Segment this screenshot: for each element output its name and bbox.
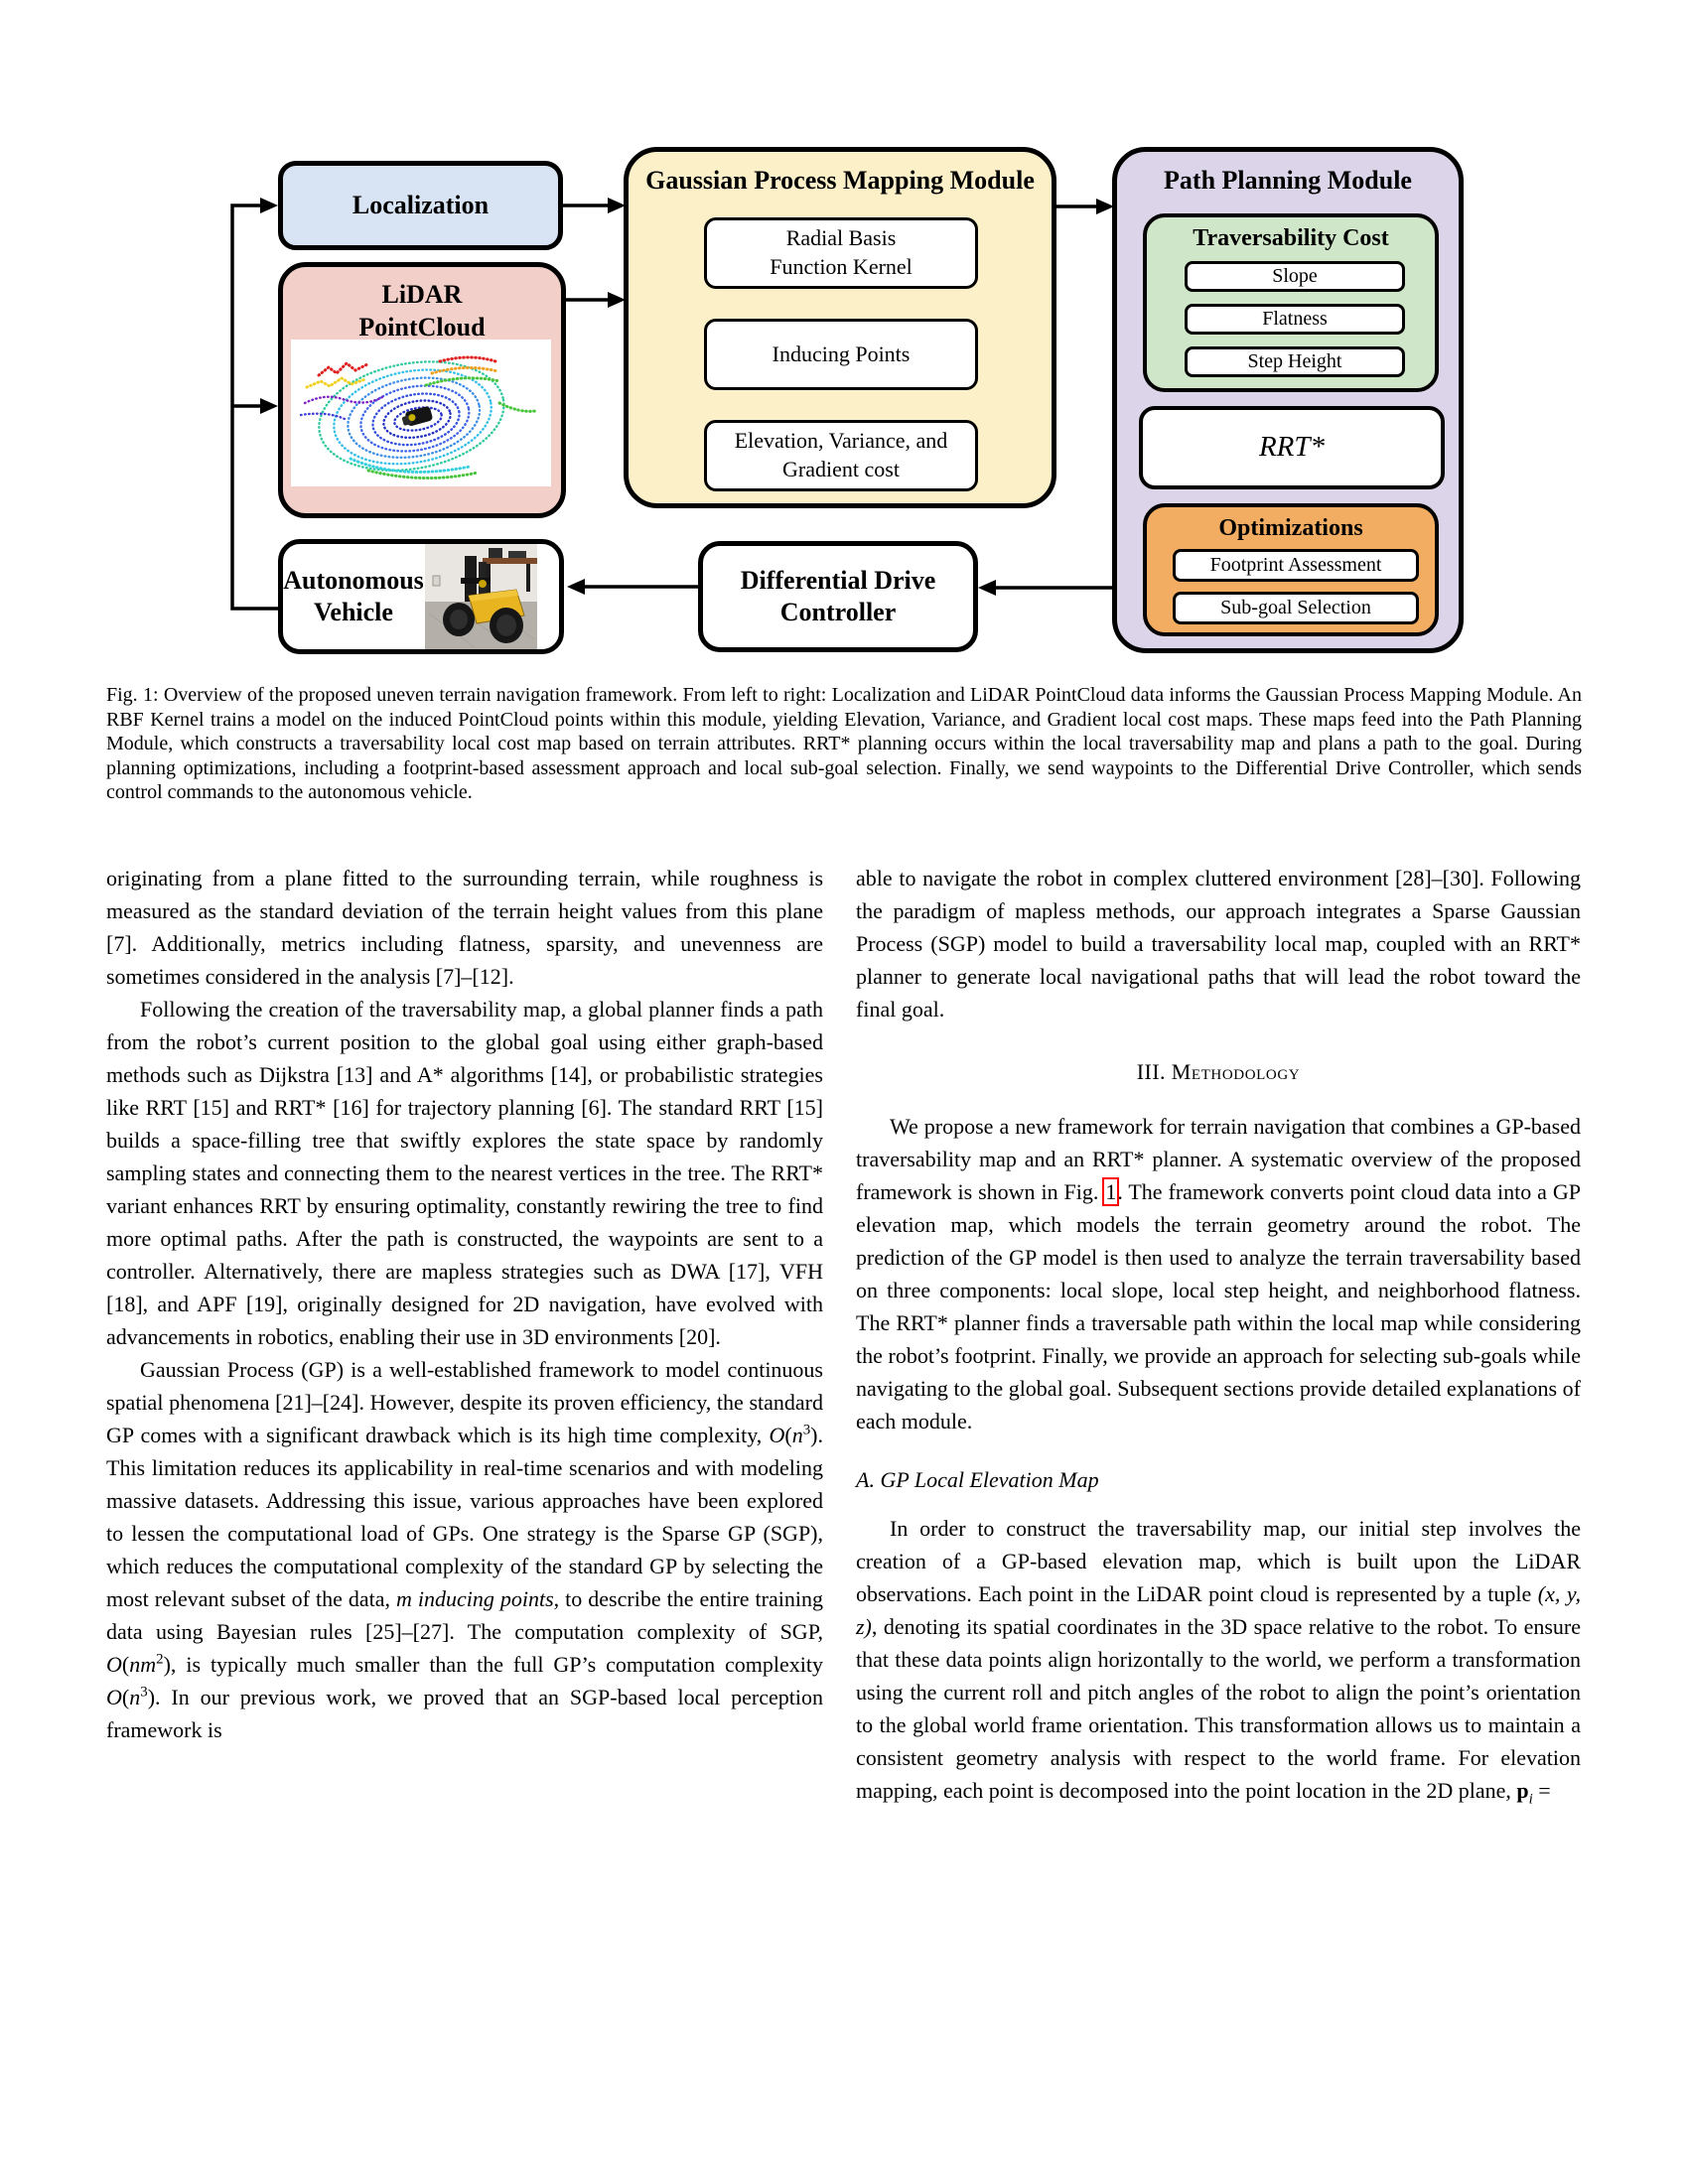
arrowhead <box>567 579 585 595</box>
text-segment: p <box>1516 1778 1529 1803</box>
robot-marker <box>401 406 433 426</box>
robot-photo <box>425 544 537 649</box>
text-segment: , to describe the entire training data u… <box>106 1586 823 1644</box>
text-segment: O <box>106 1685 122 1709</box>
text-segment: Fig. 1: <box>106 684 164 706</box>
text-segment: , denoting its spatial coordinates in th… <box>856 1614 1581 1803</box>
paragraph-framework-overview: We propose a new framework for terrain n… <box>856 1110 1581 1437</box>
footprint-assessment-box: Footprint Assessment <box>1173 549 1419 582</box>
subsection-heading-gp-local-elevation-map: A. GP Local Elevation Map <box>856 1467 1099 1492</box>
text-segment: nm <box>129 1652 157 1677</box>
text-segment: i <box>1528 1791 1533 1808</box>
path-module-title: Path Planning Module <box>1164 166 1412 195</box>
optimizations-group: Optimizations Footprint Assessment Sub-g… <box>1143 503 1439 636</box>
rbf-kernel-box: Radial Basis Function Kernel <box>704 217 978 289</box>
gp-module-title: Gaussian Process Mapping Module <box>645 166 1035 195</box>
arrowhead <box>260 398 278 414</box>
localization-box: Localization <box>278 161 563 250</box>
text-segment: ( <box>784 1423 792 1447</box>
localization-label: Localization <box>352 190 490 219</box>
text-segment: n <box>791 1423 803 1447</box>
traversability-title: Traversability Cost <box>1193 225 1389 251</box>
figure-caption: Fig. 1: Overview of the proposed uneven … <box>106 683 1582 805</box>
subgoal-selection-box: Sub-goal Selection <box>1173 592 1419 624</box>
elevation-variance-gradient-box: Elevation, Variance, and Gradient cost <box>704 420 978 491</box>
connector-arrows <box>230 198 1114 611</box>
right-column: able to navigate the robot in complex cl… <box>856 862 1581 1807</box>
text-segment: We propose a new framework for terrain n… <box>856 1114 1581 1204</box>
gp-mapping-module: Gaussian Process Mapping Module Radial B… <box>624 147 1056 508</box>
slope-box: Slope <box>1185 261 1405 292</box>
left-column: originating from a plane fitted to the s… <box>106 862 823 1746</box>
text-segment: (x, y, z) <box>856 1581 1581 1639</box>
paragraph-elevation-map: In order to construct the traversability… <box>856 1512 1581 1807</box>
text-segment: m inducing points <box>396 1586 554 1611</box>
text-segment: n <box>129 1685 141 1709</box>
arrowhead <box>608 292 626 308</box>
text-segment: ), is typically much smaller than the fu… <box>163 1652 823 1677</box>
arrowhead <box>978 580 996 596</box>
text-segment: ). This limitation reduces its applicabi… <box>106 1423 823 1611</box>
text-segment: 3 <box>140 1684 148 1701</box>
text-segment: 3 <box>802 1422 811 1438</box>
traversability-cost-group: Traversability Cost Slope Flatness Step … <box>1143 213 1439 392</box>
step-height-box: Step Height <box>1185 346 1405 377</box>
text-segment: ). In our previous work, we proved that … <box>106 1685 823 1742</box>
text-segment: O <box>769 1423 785 1447</box>
text-segment: O <box>106 1652 122 1677</box>
flatness-box: Flatness <box>1185 304 1405 335</box>
text-segment: III. <box>1136 1059 1172 1084</box>
text-segment: Methodology <box>1171 1059 1301 1084</box>
arrowhead <box>608 198 626 213</box>
text-segment: ( <box>121 1685 130 1709</box>
paragraph-planners: Following the creation of the traversabi… <box>106 997 823 1349</box>
lidar-pointcloud-image <box>291 340 551 486</box>
controller-label: Differential Drive Controller <box>740 565 936 627</box>
text-segment: ( <box>121 1652 130 1677</box>
text-segment: In order to construct the traversability… <box>856 1516 1581 1606</box>
text-segment: = <box>1532 1778 1551 1803</box>
autonomous-vehicle-label: Autonomous Vehicle <box>283 565 424 627</box>
text-segment: . The framework converts point cloud dat… <box>856 1179 1581 1433</box>
differential-drive-controller-box: Differential Drive Controller <box>698 541 978 652</box>
arrowhead <box>260 198 278 213</box>
paragraph-sgp-approach: able to navigate the robot in complex cl… <box>856 866 1581 1022</box>
figure-1-diagram: Localization LiDAR PointCloud <box>0 0 1688 667</box>
rrt-star-box: RRT* <box>1139 406 1445 489</box>
path-planning-module: Path Planning Module Traversability Cost… <box>1112 147 1464 653</box>
text-segment: Gaussian Process (GP) is a well-establis… <box>106 1357 823 1447</box>
lidar-label: LiDAR PointCloud <box>358 280 486 341</box>
inducing-points-box: Inducing Points <box>704 319 978 390</box>
optimizations-title: Optimizations <box>1218 515 1363 541</box>
text-segment: 2 <box>156 1651 164 1668</box>
text-segment: Overview of the proposed uneven terrain … <box>106 684 1582 804</box>
section-heading-methodology: III. Methodology <box>856 1055 1581 1088</box>
paragraph-terrain-metrics: originating from a plane fitted to the s… <box>106 866 823 989</box>
figure-reference-link[interactable]: 1 <box>1102 1177 1120 1206</box>
arrowhead <box>1096 199 1114 214</box>
paragraph-gaussian-process: Gaussian Process (GP) is a well-establis… <box>106 1353 823 1746</box>
